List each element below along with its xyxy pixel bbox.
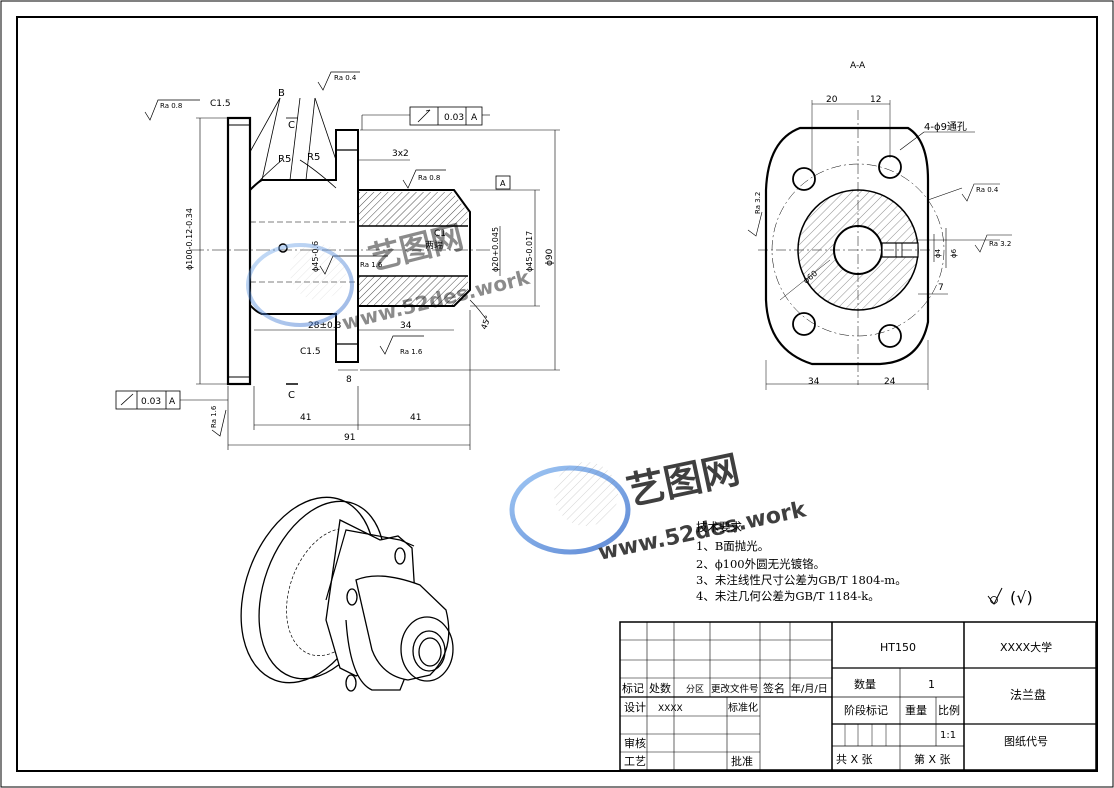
- tb-header-date: 年/月/日: [791, 682, 828, 695]
- tb-quantity: 1: [928, 678, 935, 691]
- svg-text:艺图网: 艺图网: [623, 447, 744, 514]
- ra-bore-inner: Ra 1.6: [360, 261, 383, 269]
- label-r5-left: R5: [278, 154, 291, 165]
- tech-item-4: 4、未注几何公差为GB/T 1184-k。: [696, 589, 880, 603]
- dim-20: 20: [826, 95, 838, 105]
- tb-scale: 1:1: [940, 730, 956, 741]
- tb-header-zone: 分区: [686, 684, 704, 695]
- svg-text:A: A: [500, 179, 506, 188]
- tb-designer: XXXX: [658, 704, 683, 714]
- tb-stage-mark: 阶段标记: [844, 703, 888, 717]
- tol-bottom-datum: A: [169, 397, 176, 407]
- dim-91: 91: [344, 433, 355, 443]
- dim-holes: 4-ϕ9通孔: [924, 121, 967, 133]
- inner-border: [16, 16, 1098, 772]
- title-block-text: 标记 处数 分区 更改文件号 签名 年/月/日 设计 XXXX 标准化 审核 工…: [622, 640, 1052, 768]
- dim-24-section: 24: [884, 377, 896, 387]
- dim-8: 8: [346, 375, 352, 385]
- ra-32-left: Ra 3.2: [754, 192, 762, 214]
- dim-d45-bore: ϕ45-0.017: [525, 231, 534, 272]
- dim-d6: ϕ6: [950, 248, 958, 258]
- front-view: [144, 71, 560, 450]
- tb-standardization: 标准化: [728, 701, 758, 714]
- dim-d20: ϕ20+0.045: [491, 227, 500, 272]
- ra-32-right: Ra 3.2: [989, 240, 1011, 248]
- ra-left-face: Ra 1.6: [210, 405, 218, 428]
- dim-7: 7: [938, 283, 944, 293]
- tb-sheet-total: 共 X 张: [836, 753, 873, 766]
- tb-weight: 重量: [905, 703, 927, 717]
- tb-process: 工艺: [624, 755, 646, 768]
- dim-34-section: 34: [808, 377, 820, 387]
- datum-box: A: [495, 175, 511, 190]
- flange-body: [226, 116, 252, 386]
- tb-quantity-label: 数量: [854, 678, 876, 691]
- tech-title: 技术要求: [696, 520, 742, 534]
- tb-university: XXXX大学: [1000, 640, 1052, 654]
- dim-41-left: 41: [300, 413, 311, 423]
- ra-top-left: Ra 0.8: [160, 102, 182, 110]
- label-c1: C1: [434, 229, 446, 239]
- label-c: C: [288, 120, 295, 131]
- dim-d100: ϕ100-0.12-0.34: [185, 208, 194, 270]
- tb-header-mark: 标记: [622, 681, 644, 695]
- tb-material: HT150: [880, 641, 916, 654]
- technical-requirements: 技术要求 1、B面抛光。 2、ϕ100外圆无光镀铬。 3、未注线性尺寸公差为GB…: [696, 520, 907, 603]
- dim-45deg: 45°: [479, 314, 492, 330]
- ra-bore-top: Ra 0.8: [418, 174, 440, 182]
- tb-header-change: 更改文件号: [711, 683, 759, 695]
- tb-drawing-number: 图纸代号: [1004, 735, 1048, 748]
- section-label: A-A: [850, 61, 866, 71]
- tb-scale-label: 比例: [938, 703, 960, 717]
- dim-41-right: 41: [410, 413, 421, 423]
- dim-12: 12: [870, 95, 881, 105]
- isometric-view: [240, 496, 454, 692]
- tech-item-2: 2、ϕ100外圆无光镀铬。: [696, 557, 825, 571]
- ra-04: Ra 0.4: [976, 186, 999, 194]
- roughness-note: (√): [987, 587, 1033, 607]
- tol-bottom-value: 0.03: [141, 397, 161, 407]
- tb-approve: 批准: [731, 754, 753, 768]
- tb-review: 审核: [624, 736, 646, 750]
- tolerance-frame-bottom: 0.03 A: [115, 390, 181, 410]
- tolerance-frame-top: 0.03 A: [409, 106, 483, 126]
- svg-text:(√): (√): [1010, 588, 1033, 607]
- tb-header-sign: 签名: [763, 681, 785, 695]
- label-c15-top: C1.5: [210, 99, 231, 109]
- tol-top-value: 0.03: [444, 113, 464, 123]
- tb-sheet-num: 第 X 张: [914, 752, 951, 766]
- tech-item-1: 1、B面抛光。: [696, 539, 769, 553]
- label-c15-bottom: C1.5: [300, 347, 321, 357]
- tech-item-3: 3、未注线性尺寸公差为GB/T 1804-m。: [696, 573, 907, 587]
- dim-28: 28±0.3: [308, 321, 341, 331]
- side-hole: [881, 242, 919, 258]
- tb-design: 设计: [624, 701, 646, 714]
- label-both-ends: 两端: [425, 239, 443, 251]
- tb-part-name: 法兰盘: [1010, 687, 1046, 702]
- label-c-bottom: C: [288, 390, 295, 401]
- label-3x2: 3x2: [392, 149, 409, 159]
- label-b: B: [278, 88, 285, 99]
- hub-hatch-top: [358, 192, 468, 226]
- dim-34: 34: [400, 321, 412, 331]
- ra-top: Ra 0.4: [334, 74, 357, 82]
- dim-d90: ϕ90: [545, 248, 555, 266]
- section-view: [747, 100, 1012, 390]
- tol-top-datum: A: [471, 113, 478, 123]
- title-block: [619, 621, 1097, 771]
- ra-flange-bottom: Ra 1.6: [400, 348, 423, 356]
- hub-hatch-bottom: [358, 276, 468, 306]
- flange-outline: [764, 126, 930, 366]
- label-r5-right: R5: [307, 152, 320, 163]
- dim-d4: ϕ4: [934, 248, 942, 258]
- tb-header-count: 处数: [649, 682, 671, 695]
